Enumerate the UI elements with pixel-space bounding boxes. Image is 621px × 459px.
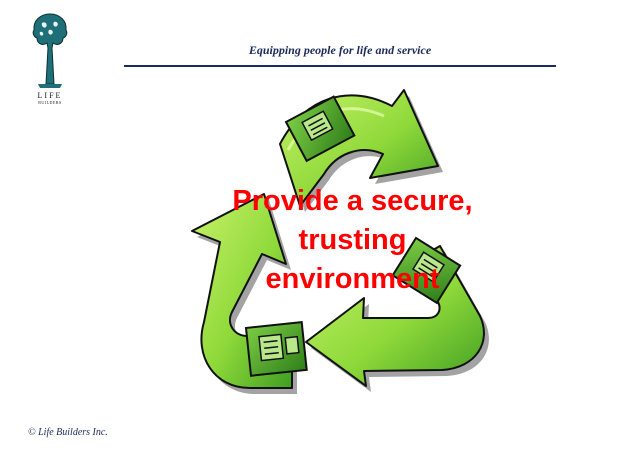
recycle-graphic — [180, 86, 510, 401]
recycle-arrows-icon — [191, 89, 489, 394]
copyright: © Life Builders Inc. — [28, 427, 108, 438]
headline-line-2: trusting — [298, 224, 407, 256]
headline-line-3: environment — [265, 263, 440, 295]
headline: Provide a secure, trusting environment — [175, 182, 530, 299]
logo-title: LIFE — [37, 91, 63, 100]
header-rule — [124, 65, 556, 67]
life-builders-logo: LIFE BUILDERS — [28, 12, 72, 110]
logo-subtitle: BUILDERS — [38, 100, 62, 105]
tree-logo-icon — [32, 13, 68, 88]
box-bottom-icon — [244, 321, 308, 377]
box-right-icon — [391, 236, 462, 305]
tagline: Equipping people for life and service — [248, 43, 432, 57]
box-top-icon — [284, 95, 356, 163]
headline-line-1: Provide a secure, — [232, 185, 473, 217]
